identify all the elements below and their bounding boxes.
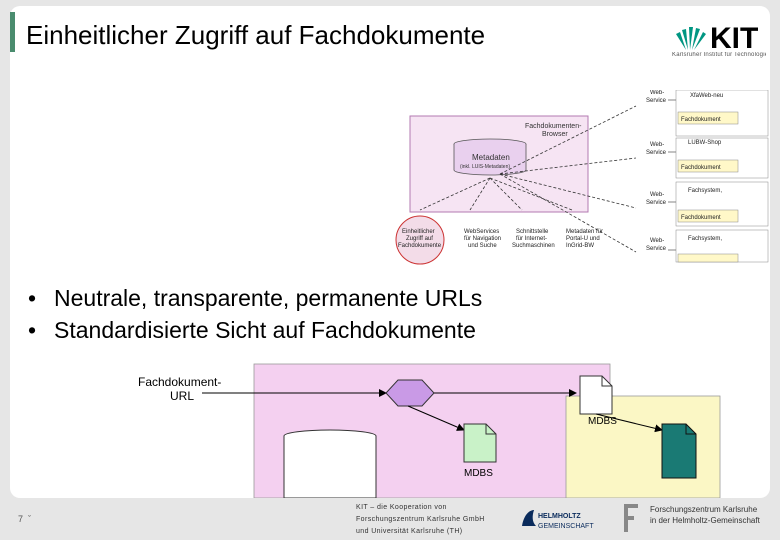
- target-doc-icon: [661, 423, 697, 479]
- doc-1-label: Fachdokument: [681, 117, 721, 123]
- footer: 7 ˇ KIT – die Kooperation von Forschungs…: [0, 498, 780, 540]
- doc-2-label: Fachdokument: [681, 165, 721, 171]
- doc-4: [677, 253, 739, 263]
- bullet-item: •Neutrale, transparente, permanente URLs: [28, 285, 483, 311]
- client-4-l1: Metadaten für: [566, 229, 603, 235]
- to-bottom-doc-arrow: [407, 405, 465, 431]
- doc-3-label: Fachdokument: [681, 215, 721, 221]
- fzk-line2: in der Helmholtz-Gemeinschaft: [650, 516, 760, 525]
- to-target-arrow: [595, 413, 663, 433]
- resolver-hexagon: [385, 379, 435, 407]
- svc-2-web: Web-: [650, 142, 664, 148]
- logo-subtitle: Karlsruher Institut für Technologie: [672, 52, 766, 58]
- fzk-line1: Forschungszentrum Karlsruhe: [650, 505, 758, 514]
- architecture-figure: Fachdokumenten- Browser Metadaten (inkl.…: [395, 90, 769, 265]
- helmholtz-logo: HELMHOLTZ GEMEINSCHAFT: [520, 504, 610, 534]
- doc-1: [677, 111, 739, 125]
- slide-title: Einheitlicher Zugriff auf Fachdokumente: [26, 20, 486, 50]
- svc-3-web: Web-: [650, 192, 664, 198]
- svc-4-service: Service: [646, 246, 667, 252]
- svg-text:GEMEINSCHAFT: GEMEINSCHAFT: [538, 523, 594, 530]
- system-3-name: Fachsystem,: [688, 188, 722, 194]
- fzk-logo: Forschungszentrum Karlsruhe in der Helmh…: [620, 500, 780, 536]
- footer-kit-text: KIT – die Kooperation von Forschungszent…: [356, 504, 485, 535]
- fzk-icon: [624, 504, 638, 532]
- metadata-cylinder-body: [453, 144, 527, 176]
- doc-right-icon: [579, 375, 613, 415]
- client-3-l2: für Internet-: [516, 236, 547, 242]
- doc-3: [677, 209, 739, 223]
- doc-2: [677, 159, 739, 173]
- system-2-name: LUBW-Shop: [688, 140, 722, 146]
- client-3-l1: Schnittstelle: [516, 229, 549, 235]
- title-accent-bar: [10, 12, 15, 52]
- client-circle: [395, 215, 445, 265]
- bullet-list: •Neutrale, transparente, permanente URLs…: [28, 282, 482, 346]
- svc-1-service: Service: [646, 98, 667, 104]
- kit-logo: KIT Karlsruher Institut für Technologie: [672, 14, 766, 64]
- database-body: [283, 436, 377, 498]
- browser-label-2: Browser: [542, 131, 568, 138]
- url-flow-diagram: Fachdokument- URL MDBS MDBS: [138, 363, 721, 498]
- url-label-1: Fachdokument-: [138, 375, 221, 389]
- url-label-2: URL: [170, 389, 194, 403]
- slide: Einheitlicher Zugriff auf Fachdokumente …: [10, 6, 770, 498]
- client-4-l2: Portal-U und: [566, 236, 600, 242]
- svc-1-web: Web-: [650, 90, 664, 96]
- svc-3-service: Service: [646, 200, 667, 206]
- svc-2-service: Service: [646, 150, 667, 156]
- client-2-l2: für Navigation: [464, 236, 501, 242]
- client-1-l3: Fachdokumente: [398, 243, 442, 249]
- client-1-l2: Zugriff auf: [406, 236, 433, 242]
- kit-logo-icon: KIT: [676, 22, 758, 55]
- logo-text: KIT: [710, 22, 758, 54]
- svc-4-web: Web-: [650, 238, 664, 244]
- doc-bottom-icon: [463, 423, 497, 463]
- system-4-name: Fachsystem,: [688, 236, 722, 242]
- system-1-name: XfaWeb-neu: [690, 93, 723, 99]
- doc-right-label: MDBS: [588, 416, 617, 427]
- doc-bottom-label: MDBS: [464, 468, 493, 479]
- helmholtz-icon: HELMHOLTZ GEMEINSCHAFT: [522, 510, 594, 530]
- svg-text:HELMHOLTZ: HELMHOLTZ: [538, 513, 581, 520]
- client-4-l3: InGrid-BW: [566, 243, 594, 249]
- metadata-label: Metadaten: [472, 153, 510, 162]
- client-3-l3: Suchmaschinen: [512, 243, 555, 249]
- metadata-sub: (inkl. LUIS-Metadaten): [460, 164, 510, 170]
- browser-label-1: Fachdokumenten-: [525, 123, 582, 130]
- client-1-l1: Einheitlicher: [402, 229, 435, 235]
- bullet-item: •Standardisierte Sicht auf Fachdokumente: [28, 317, 476, 343]
- client-2-l3: und Suche: [468, 243, 497, 249]
- page-number: 7 ˇ: [18, 514, 32, 524]
- client-2-l1: WebServices: [464, 229, 499, 235]
